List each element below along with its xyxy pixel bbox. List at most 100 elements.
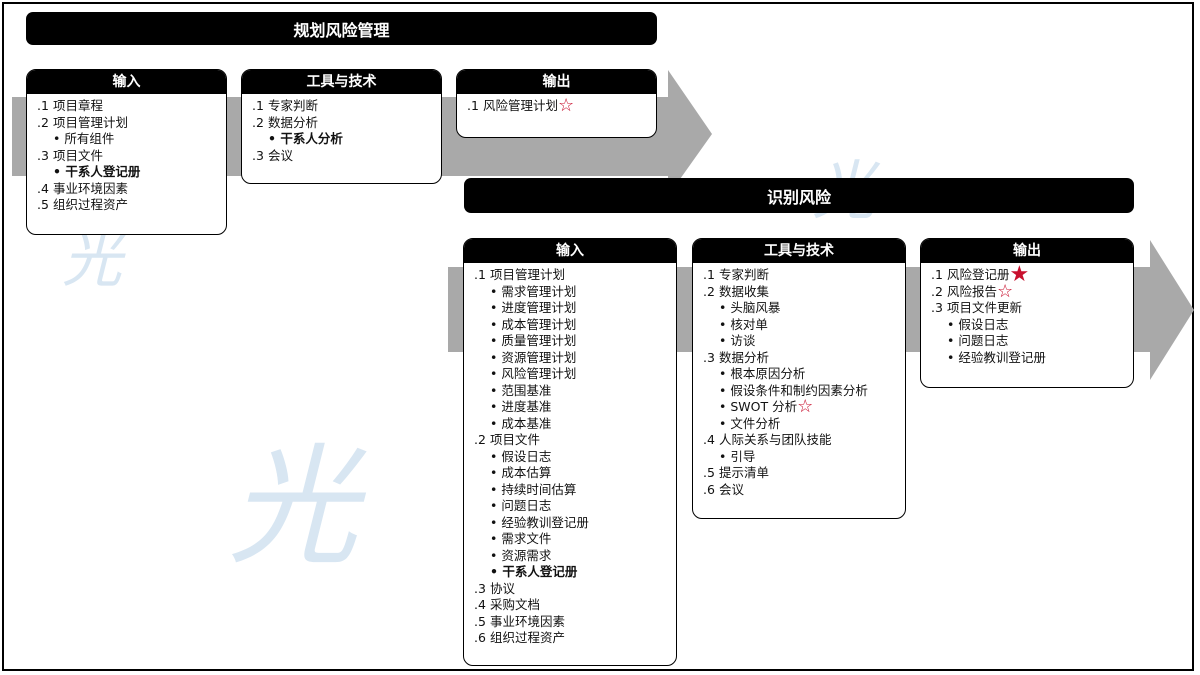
item-text: 干系人登记册 xyxy=(502,564,578,579)
sub-list-item: 问题日志 xyxy=(474,498,668,515)
identify-tools-list: .1专家判断.2数据收集头脑风暴核对单访谈.3数据分析根本原因分析假设条件和制约… xyxy=(693,263,905,502)
sub-list-item: 范围基准 xyxy=(474,383,668,400)
item-number: .1 xyxy=(474,267,486,282)
item-text: 会议 xyxy=(268,147,294,163)
item-text: 假设日志 xyxy=(958,316,1009,332)
item-text: 人际关系与团队技能 xyxy=(719,432,832,447)
item-text: 项目管理计划 xyxy=(53,114,129,130)
item-text: 数据分析 xyxy=(719,349,770,365)
item-text: 访谈 xyxy=(730,333,756,348)
plan-risk-management-title: 规划风险管理 xyxy=(26,12,657,45)
sub-list-item: 经验教训登记册 xyxy=(474,515,668,532)
item-text: 干系人分析 xyxy=(280,131,343,146)
item-text: 经验教训登记册 xyxy=(958,349,1046,365)
item-number: .2 xyxy=(37,114,49,130)
item-text: 项目管理计划 xyxy=(490,267,566,282)
sub-list-item: 文件分析 xyxy=(703,416,897,433)
sub-list-item: 干系人登记册 xyxy=(474,564,668,581)
sub-list-item: 访谈 xyxy=(703,333,897,350)
sub-list-item: 质量管理计划 xyxy=(474,333,668,350)
identify-inputs-list: .1项目管理计划需求管理计划进度管理计划成本管理计划质量管理计划资源管理计划风险… xyxy=(464,263,676,651)
item-text: 协议 xyxy=(490,580,516,596)
item-text: 项目文件 xyxy=(490,432,541,447)
item-text: 所有组件 xyxy=(64,131,115,146)
sub-list-item: 进度基准 xyxy=(474,399,668,416)
item-text: 假设日志 xyxy=(501,448,552,464)
sub-list-item: 资源需求 xyxy=(474,548,668,565)
item-text: 事业环境因素 xyxy=(53,180,129,196)
item-text: 资源需求 xyxy=(501,547,552,563)
item-text: 需求管理计划 xyxy=(501,283,577,299)
item-number: .1 xyxy=(931,267,943,282)
item-text: 专家判断 xyxy=(719,267,770,282)
identify-inputs-header: 输入 xyxy=(464,239,676,263)
item-number: .3 xyxy=(37,147,49,163)
sub-list-item: 风险管理计划 xyxy=(474,366,668,383)
item-text: 文件分析 xyxy=(730,415,781,431)
list-item: .6 组织过程资产 xyxy=(474,630,668,647)
sub-list-item: 干系人分析 xyxy=(252,131,433,148)
item-number: .2 xyxy=(252,114,264,130)
item-text: 风险管理计划 xyxy=(483,98,559,113)
item-text: 进度基准 xyxy=(501,399,552,414)
item-text: 项目章程 xyxy=(53,98,104,113)
identify-tools-header: 工具与技术 xyxy=(693,239,905,263)
item-text: 质量管理计划 xyxy=(501,333,577,348)
outline-star-icon: ☆ xyxy=(997,280,1014,302)
item-text: 组织过程资产 xyxy=(490,630,566,645)
item-text: 项目文件更新 xyxy=(947,300,1023,315)
sub-list-item: 假设日志 xyxy=(474,449,668,466)
item-number: .1 xyxy=(467,98,479,113)
item-number: .5 xyxy=(703,465,715,480)
plan-tools-header: 工具与技术 xyxy=(242,70,441,94)
item-text: 根本原因分析 xyxy=(730,366,806,381)
item-text: SWOT 分析 xyxy=(730,399,798,414)
sub-list-item: SWOT 分析☆ xyxy=(703,398,897,416)
item-number: .4 xyxy=(474,597,486,612)
item-text: 问题日志 xyxy=(958,333,1009,348)
item-text: 引导 xyxy=(730,448,756,464)
item-number: .2 xyxy=(931,283,943,299)
item-text: 成本基准 xyxy=(501,415,552,431)
sub-list-item: 核对单 xyxy=(703,317,897,334)
item-number: .2 xyxy=(703,283,715,299)
item-text: 进度管理计划 xyxy=(501,300,577,315)
sub-list-item: 持续时间估算 xyxy=(474,482,668,499)
item-text: 范围基准 xyxy=(501,382,552,398)
plan-outputs-header: 输出 xyxy=(457,70,656,94)
item-text: 干系人登记册 xyxy=(65,164,141,179)
item-text: 专家判断 xyxy=(268,98,319,113)
identify-risks-title: 识别风险 xyxy=(464,178,1134,213)
item-number: .3 xyxy=(252,147,264,163)
identify-outputs-box: 输出 .1风险登记册★.2风险报告☆.3项目文件更新假设日志问题日志经验教训登记… xyxy=(920,238,1134,388)
item-number: .6 xyxy=(474,630,486,645)
item-text: 提示清单 xyxy=(719,465,770,480)
sub-list-item: 所有组件 xyxy=(37,131,218,148)
item-text: 核对单 xyxy=(730,316,768,332)
filled-star-icon: ★ xyxy=(1009,262,1030,287)
list-item: .5 提示清单 xyxy=(703,465,897,482)
item-text: 会议 xyxy=(719,481,745,497)
item-text: 组织过程资产 xyxy=(53,197,129,212)
item-text: 项目文件 xyxy=(53,147,104,163)
item-number: .4 xyxy=(703,432,715,447)
plan-inputs-header: 输入 xyxy=(27,70,226,94)
item-text: 数据分析 xyxy=(268,114,319,130)
